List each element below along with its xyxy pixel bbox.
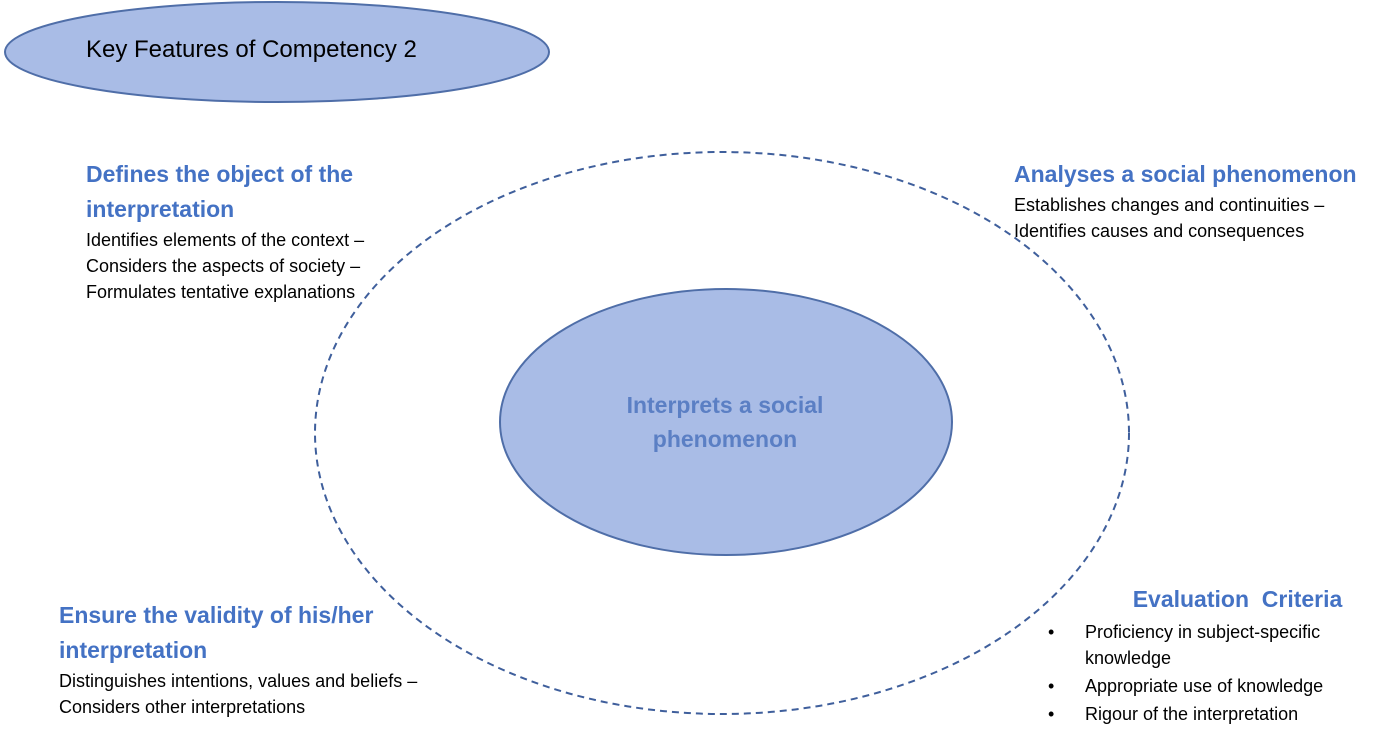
feature-line: Formulates tentative explanations [86,282,356,302]
diagram-title: Key Features of Competency 2 [86,36,417,63]
feature-heading: Ensure the validity of his/her [59,602,374,628]
feature-line: Considers the aspects of society – [86,256,361,276]
feature-analyses-phenomenon: Analyses a social phenomenon Establishes… [1014,157,1381,244]
criteria-list: • Proficiency in subject-specific knowle… [1040,619,1375,727]
center-ellipse [499,288,953,556]
feature-heading: Analyses a social phenomenon [1014,161,1357,187]
feature-line: Identifies elements of the context – [86,230,365,250]
bullet-icon: • [1048,704,1055,724]
criteria-text: Appropriate use of knowledge [1085,676,1324,696]
feature-line: Establishes changes and continuities – [1014,195,1325,215]
evaluation-criteria: Evaluation Criteria • Proficiency in sub… [1040,582,1375,729]
feature-line: Considers other interpretations [59,697,306,717]
criteria-item: • Rigour of the interpretation [1040,701,1375,727]
criteria-item: • Appropriate use of knowledge [1040,673,1375,699]
feature-heading: interpretation [86,196,235,222]
criteria-text: Proficiency in subject-specific knowledg… [1085,622,1321,668]
feature-line: Identifies causes and consequences [1014,221,1305,241]
outer-dashed-ellipse [314,151,1130,715]
title-ellipse [4,1,550,103]
bullet-icon: • [1048,622,1055,642]
feature-heading: interpretation [59,637,208,663]
bullet-icon: • [1048,676,1055,696]
criteria-item: • Proficiency in subject-specific knowle… [1040,619,1375,671]
criteria-text: Rigour of the interpretation [1085,704,1299,724]
center-label: Interprets a social phenomenon [626,392,824,452]
evaluation-heading: Evaluation Criteria [1132,586,1343,612]
feature-heading: Defines the object of the [86,161,354,187]
feature-line: Distinguishes intentions, values and bel… [59,671,418,691]
feature-defines-object: Defines the object of the interpretation… [86,157,446,305]
feature-ensure-validity: Ensure the validity of his/her interpret… [59,598,499,720]
